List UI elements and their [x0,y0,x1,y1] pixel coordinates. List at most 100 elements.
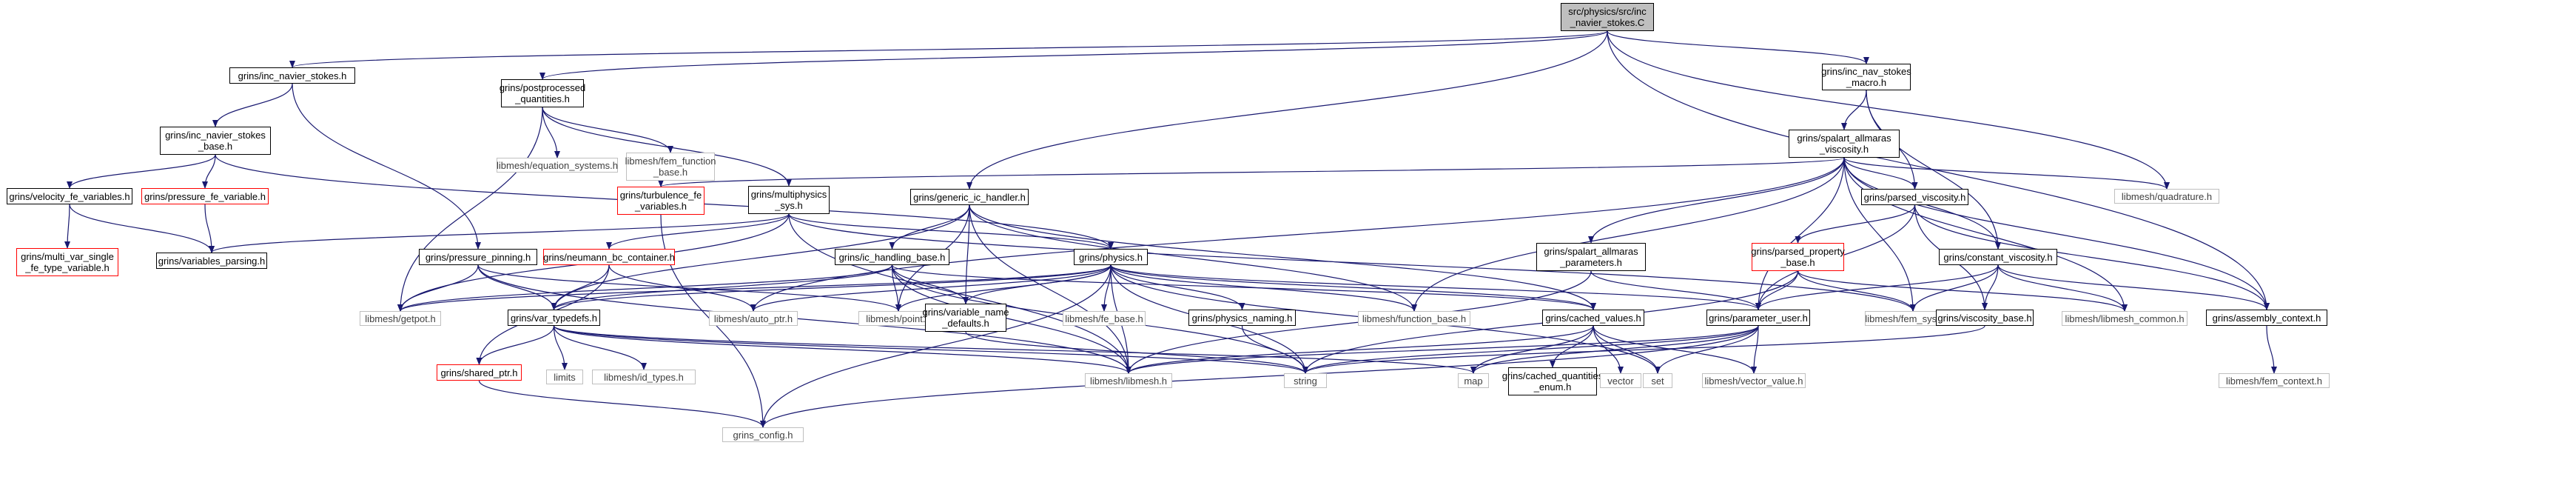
node-label-line: grins/neumann_bc_container.h [543,251,675,263]
node-grins-config-h[interactable]: grins_config.h [722,427,804,442]
edge-physics-h-to-cached-values-h [1110,264,1596,310]
edge-var-typedefs-h-to-map [553,325,1476,374]
edge-parameter-user-h-to-grins-config-h [760,325,1759,428]
node-label-line: grins/postprocessed [499,82,586,93]
node-libmesh-h[interactable]: libmesh/libmesh.h [1085,373,1172,388]
edge-generic-ic-handler-h-to-cached-values-h [969,204,1596,310]
node-label-line: grins/inc_navier_stokes [165,130,266,141]
node-physics-naming-h[interactable]: grins/physics_naming.h [1188,310,1296,326]
node-auto-ptr-h[interactable]: libmesh/auto_ptr.h [709,311,798,326]
edge-multiphysics-sys-h-to-neumann-bc-container-h [606,213,790,250]
node-label-line: grins/pressure_pinning.h [425,251,531,263]
node-physics-h[interactable]: grins/physics.h [1074,249,1148,265]
edge-postprocessed-quantities-h-to-getpot-h [397,107,543,312]
node-assembly-context-h[interactable]: grins/assembly_context.h [2206,310,2327,326]
node-constant-viscosity-h[interactable]: grins/constant_viscosity.h [1939,249,2057,265]
node-variable-name-defaults-h[interactable]: grins/variable_name_defaults.h [922,304,1009,332]
node-cached-quantities-enum-h[interactable]: grins/cached_quantities_enum.h [1502,367,1603,395]
edge-generic-ic-handler-h-to-function-base-h [969,204,1417,312]
node-fe-base-h[interactable]: libmesh/fe_base.h [1063,311,1146,326]
node-label-line: grins/parsed_property [1751,246,1845,257]
node-label-line: _macro.h [1846,77,1887,88]
node-inc-nav-stokes-macro-h[interactable]: grins/inc_nav_stokes_macro.h [1821,64,1911,90]
node-label-line: grins/physics_naming.h [1191,312,1293,324]
node-viscosity-base-h[interactable]: grins/viscosity_base.h [1936,310,2034,326]
edge-physics-h-to-parameter-user-h [1110,264,1761,310]
edge-inc-navier-stokes-h-to-pressure-pinning-h [292,83,481,250]
edge-variable-name-defaults-h-to-string [965,331,1308,374]
node-shared-ptr-h[interactable]: grins/shared_ptr.h [437,364,522,381]
node-label-line: grins/generic_ic_handler.h [913,191,1026,203]
node-label-line: grins/cached_values.h [1545,312,1641,324]
node-set[interactable]: set [1643,373,1672,388]
node-fem-context-h[interactable]: libmesh/fem_context.h [2219,373,2330,388]
node-label-line: grins/spalart_allmaras [1797,133,1891,144]
node-pressure-fe-variable-h[interactable]: grins/pressure_fe_variable.h [141,188,269,204]
node-label-line: libmesh/libmesh.h [1089,375,1168,387]
edge-postprocessed-quantities-h-to-fem-function-base-h [542,107,673,153]
node-parsed-property-base-h[interactable]: grins/parsed_property_base.h [1751,243,1845,271]
node-vector-value-h[interactable]: libmesh/vector_value.h [1702,373,1806,388]
node-label-line: _base.h [1780,257,1815,268]
edge-parsed-viscosity-h-to-assembly-context-h [1914,204,2270,310]
edge-generic-ic-handler-h-to-libmesh-h [969,204,1131,374]
node-libmesh-common-h[interactable]: libmesh/libmesh_common.h [2062,311,2187,326]
node-var-typedefs-h[interactable]: grins/var_typedefs.h [508,310,600,326]
node-label-line: grins/ic_handling_base.h [838,251,946,263]
node-fem-function-base-h[interactable]: libmesh/fem_function_base.h [625,153,716,181]
node-multiphysics-sys-h[interactable]: grins/multiphysics_sys.h [748,186,830,214]
node-neumann-bc-container-h[interactable]: grins/neumann_bc_container.h [543,249,675,265]
node-label-line: libmesh/point.h [866,313,931,324]
edge-physics-h-to-function-base-h [1110,264,1417,312]
node-label-line: libmesh/function_base.h [1362,313,1467,324]
node-velocity-fe-variables-h[interactable]: grins/velocity_fe_variables.h [7,188,132,204]
node-getpot-h[interactable]: libmesh/getpot.h [360,311,441,326]
node-point-h[interactable]: libmesh/point.h [858,311,938,326]
node-label-line: libmesh/fem_function [625,156,716,167]
node-map[interactable]: map [1458,373,1489,388]
edge-spalart-allmaras-viscosity-h-to-parameter-user-h [1755,157,1845,310]
node-root[interactable]: src/physics/src/inc_navier_stokes.C [1561,3,1654,31]
edge-cached-values-h-to-set [1593,325,1661,374]
node-spalart-allmaras-parameters-h[interactable]: grins/spalart_allmaras_parameters.h [1536,243,1646,271]
edge-multiphysics-sys-h-to-fem-system-h [788,213,1916,312]
edge-spalart-allmaras-parameters-h-to-parameter-user-h [1590,270,1761,310]
node-label-line: libmesh/auto_ptr.h [713,313,793,324]
edge-physics-h-to-physics-naming-h [1110,264,1245,310]
edge-var-typedefs-h-to-string [553,325,1308,374]
node-spalart-allmaras-viscosity-h[interactable]: grins/spalart_allmaras_viscosity.h [1789,130,1900,158]
node-limits[interactable]: limits [546,370,583,384]
node-string[interactable]: string [1284,373,1327,388]
node-generic-ic-handler-h[interactable]: grins/generic_ic_handler.h [910,189,1029,205]
node-turbulence-fe-variables-h[interactable]: grins/turbulence_fe_variables.h [617,187,704,215]
node-label-line: grins/inc_navier_stokes.h [238,70,347,81]
node-pressure-pinning-h[interactable]: grins/pressure_pinning.h [419,249,537,265]
node-label-line: limits [554,371,576,383]
edge-root-to-inc-nav-stokes-macro-h [1607,30,1869,64]
node-variables-parsing-h[interactable]: grins/variables_parsing.h [156,253,267,269]
node-id-types-h[interactable]: libmesh/id_types.h [592,370,696,384]
edge-pressure-pinning-h-to-getpot-h [397,264,479,312]
node-ic-handling-base-h[interactable]: grins/ic_handling_base.h [835,249,949,265]
node-label-line: libmesh/fe_base.h [1065,313,1143,324]
node-function-base-h[interactable]: libmesh/function_base.h [1358,311,1470,326]
edge-constant-viscosity-h-to-fem-system-h [1910,264,1999,312]
node-quadrature-h[interactable]: libmesh/quadrature.h [2114,189,2219,204]
edge-ic-handling-base-h-to-var-typedefs-h [551,264,893,310]
node-parsed-viscosity-h[interactable]: grins/parsed_viscosity.h [1861,189,1968,205]
node-cached-values-h[interactable]: grins/cached_values.h [1542,310,1644,326]
node-label-line: vector [1607,375,1634,387]
node-parameter-user-h[interactable]: grins/parameter_user.h [1706,310,1810,326]
node-vector[interactable]: vector [1600,373,1641,388]
node-multi-var-single-h[interactable]: grins/multi_var_single_fe_type_variable.… [16,248,118,276]
node-label-line: libmesh/getpot.h [365,313,436,324]
edge-parameter-user-h-to-vector-value-h [1751,325,1759,374]
node-inc-navier-stokes-h[interactable]: grins/inc_navier_stokes.h [229,67,355,84]
node-postprocessed-quantities-h[interactable]: grins/postprocessed_quantities.h [499,79,586,107]
node-label-line: grins/viscosity_base.h [1937,312,2032,324]
edge-var-typedefs-h-to-shared-ptr-h [476,325,555,365]
node-equation-systems-h[interactable]: libmesh/equation_systems.h [497,158,618,173]
node-label-line: grins_config.h [733,429,793,441]
node-inc-navier-stokes-base-h[interactable]: grins/inc_navier_stokes_base.h [160,127,271,155]
